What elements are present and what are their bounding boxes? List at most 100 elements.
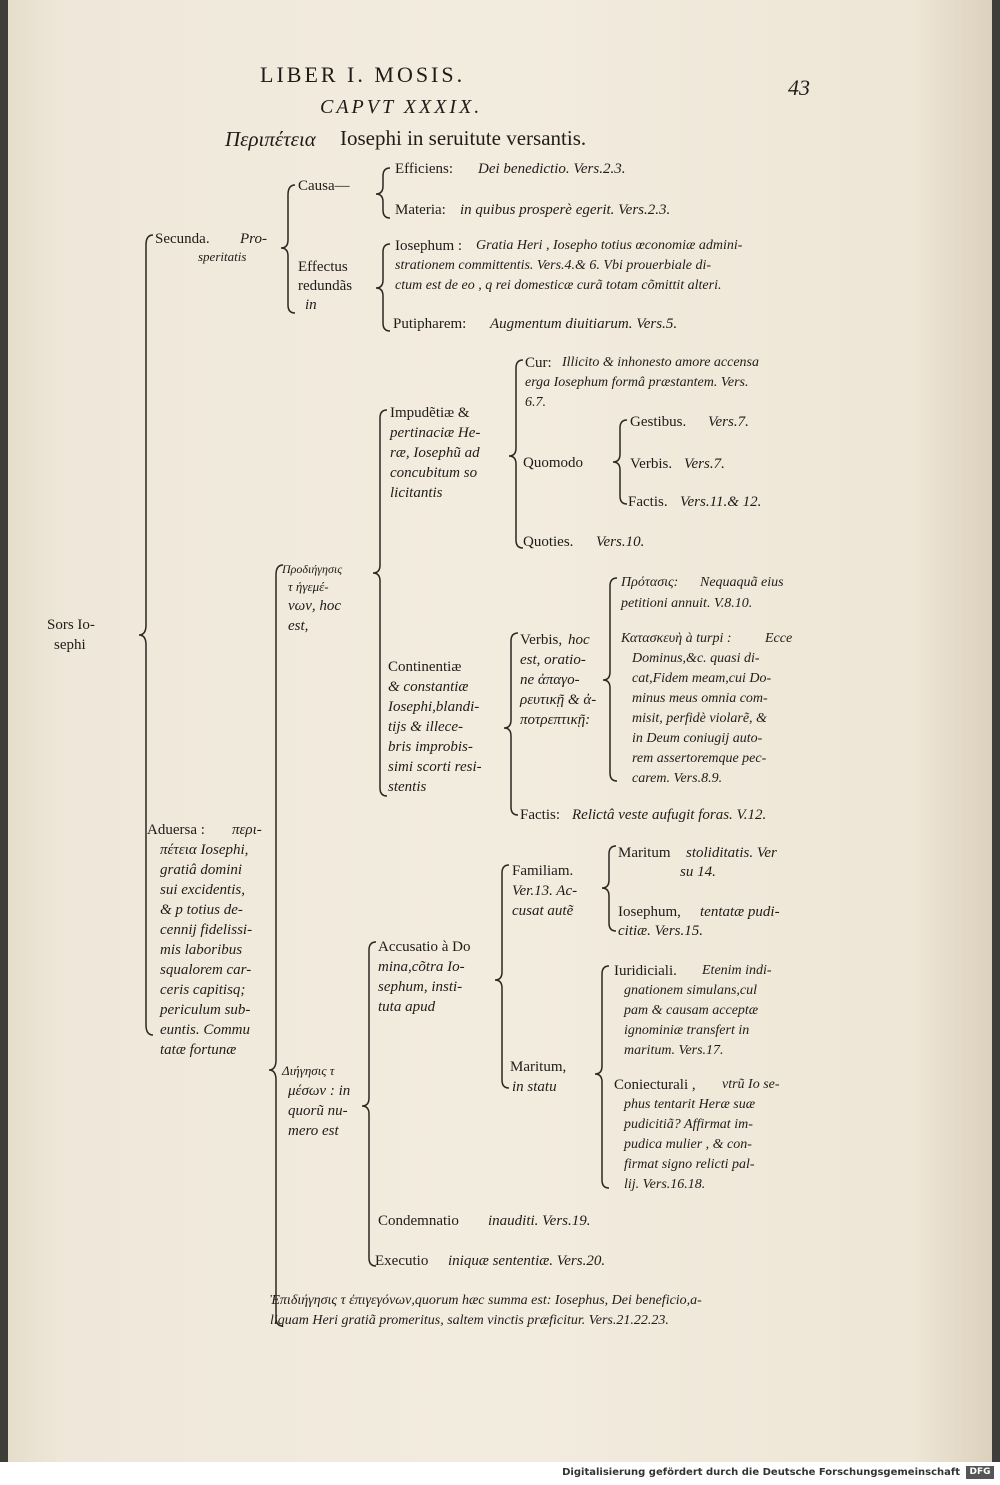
aduersa-label: Aduersa :: [147, 822, 205, 838]
epidiegesis-line-1: Ἐπιδιήγησις τ ἐπιγεγόνων,quorum hæc summ…: [270, 1293, 702, 1308]
bracket-causa: [375, 167, 391, 219]
prodiegesis-label-2: τ ἡγεμέ-: [288, 579, 329, 594]
maritum-statu-label: Maritum,: [510, 1059, 567, 1075]
aduersa-line-2: gratiâ domini: [160, 862, 243, 878]
protasis-line-1: Nequaquã eius: [700, 575, 784, 590]
executio-label: Executio: [375, 1253, 429, 1269]
iuridiciali-line-2: gnationem simulans,cul: [624, 983, 757, 998]
diegesis-label-1: Διήγησις τ: [282, 1063, 335, 1078]
diegesis-label-2: μέσων : in: [288, 1083, 351, 1099]
aduersa-line-6: mis laboribus: [160, 942, 243, 958]
aduersa-line-11: tatæ fortunæ: [160, 1042, 237, 1058]
bracket-quomodo: [612, 419, 628, 505]
aduersa-line-1: πέτεια Iosephi,: [160, 842, 249, 858]
bracket-effectus: [375, 243, 391, 332]
iosephum-accusatio-line-2: citiæ. Vers.15.: [618, 923, 703, 939]
materia-label: Materia:: [395, 202, 446, 218]
executio-text: iniquæ sententiæ. Vers.20.: [448, 1253, 606, 1269]
impudentia-line-4: licitantis: [390, 485, 443, 501]
impudentia-line-2: ræ, Iosephũ ad: [390, 445, 480, 461]
bracket-secunda: [280, 184, 296, 314]
condemnatio-label: Condemnatio: [378, 1213, 459, 1229]
prodiegesis-label-1: Προδιήγησις: [282, 562, 343, 576]
iosephum-accusatio-line-1: tentatæ pudi-: [700, 904, 780, 920]
factis-continentia-label: Factis:: [520, 807, 560, 823]
bracket-familiam: [601, 845, 617, 932]
kataskeue-line-2: Dominus,&c. quasi di-: [632, 651, 760, 666]
aduersa-line-8: ceris capitisq;: [160, 982, 246, 998]
coniecturali-line-1: vtrũ Io se-: [722, 1077, 780, 1092]
condemnatio-text: inauditi. Vers.19.: [488, 1213, 591, 1229]
efficiens-text: Dei benedictio. Vers.2.3.: [478, 161, 626, 177]
impudentia-line-1: pertinaciæ He-: [390, 425, 481, 441]
kataskeue-line-8: carem. Vers.8.9.: [632, 771, 723, 786]
verbis-quomodo-label: Verbis.: [630, 456, 673, 472]
verbis-line-4: ρευτικῇ & ἀ-: [520, 692, 597, 708]
verbis-quomodo-ref: Vers.7.: [684, 456, 725, 472]
familiam-line-1: Ver.13. Ac-: [512, 883, 578, 899]
efficiens-label: Efficiens:: [395, 161, 454, 177]
protasis-line-2: petitioni annuit. V.8.10.: [621, 596, 753, 611]
title-greek: Περιπέτεια: [225, 127, 316, 151]
prodiegesis-label-3: νων, hoc: [288, 598, 342, 614]
iosephum-line-3: ctum est de eo , q rei domesticæ curã to…: [395, 278, 722, 293]
iuridiciali-line-4: ignominiæ transfert in: [624, 1023, 750, 1038]
running-title: LIBER I. MOSIS.: [260, 62, 466, 87]
continentia-line-2: Iosephi,blandi-: [388, 699, 480, 715]
protasis-label: Πρότασις:: [621, 575, 679, 590]
familiam-label: Familiam.: [512, 863, 574, 879]
coniecturali-label: Coniecturali ,: [614, 1077, 696, 1093]
kataskeue-line-3: cat,Fidem meam,cui Do-: [632, 671, 772, 686]
effectus-label-2: redundãs: [298, 278, 353, 294]
gestibus-ref: Vers.7.: [708, 414, 749, 430]
cur-line-2: erga Iosephum formâ præstantem. Vers.: [525, 375, 749, 390]
accusatio-line-3: tuta apud: [378, 999, 436, 1015]
putipharem-label: Putipharem:: [393, 316, 467, 332]
effectus-label-3: in: [305, 297, 317, 313]
impudentia-label: Impudẽtiæ &: [390, 405, 470, 421]
iosephum-accusatio-label: Iosephum,: [618, 904, 681, 920]
factis-continentia-text: Relictâ veste aufugit foras. V.12.: [572, 807, 767, 823]
continentia-line-4: bris improbis-: [388, 739, 473, 755]
kataskeue-line-4: minus meus omnia com-: [632, 691, 768, 706]
dfg-logo: DFG: [966, 1466, 994, 1479]
bracket-diegesis: [361, 941, 377, 1267]
aduersa-greek: περι-: [232, 822, 262, 838]
quoties-ref: Vers.10.: [596, 534, 645, 550]
putipharem-text: Augmentum diuitiarum. Vers.5.: [490, 316, 678, 332]
coniecturali-line-3: pudicitiã? Affirmat im-: [624, 1117, 753, 1132]
iosephum-label: Iosephum :: [395, 238, 463, 254]
title-latin: Iosephi in seruitute versantis.: [340, 126, 587, 150]
footer-bar: [0, 1462, 1000, 1485]
continentia-line-5: simi scorti resi-: [388, 759, 482, 775]
kataskeue-label: Κατασκευὴ à turpi :: [621, 631, 732, 646]
maritum-statu-sub: in statu: [512, 1079, 557, 1095]
familiam-line-2: cusat autẽ: [512, 903, 574, 919]
materia-text: in quibus prosperè egerit. Vers.2.3.: [460, 202, 671, 218]
maritum-stoliditatis-line-2: su 14.: [680, 864, 716, 880]
iosephum-line-1: Gratia Heri , Iosepho totius œconomiæ ad…: [476, 238, 743, 253]
epidiegesis-line-2: liquam Heri gratiã promeritus, saltem vi…: [270, 1313, 669, 1328]
root-label-2: sephi: [54, 637, 86, 653]
bracket-continentia: [503, 632, 519, 816]
bracket-impudentia: [508, 359, 524, 549]
impudentia-line-3: concubitum so: [390, 465, 478, 481]
paper-sheet: [8, 0, 992, 1462]
kataskeue-line-1: Ecce: [765, 631, 793, 646]
root-label-1: Sors Io-: [47, 617, 95, 633]
effectus-label-1: Effectus: [298, 259, 348, 275]
iosephum-line-2: strationem committentis. Vers.4.& 6. Vbi…: [395, 258, 712, 273]
verbis-continentia-label: Verbis,: [520, 632, 563, 648]
aduersa-line-7: squalorem car-: [160, 962, 252, 978]
accusatio-line-1: mina,cõtra Io-: [378, 959, 465, 975]
quomodo-label: Quomodo: [523, 455, 583, 471]
secunda-pro: Pro-: [240, 231, 267, 247]
cur-line-1: Illicito & inhonesto amore accensa: [562, 355, 759, 370]
maritum-stoliditatis-line-1: stoliditatis. Ver: [686, 845, 777, 861]
kataskeue-line-7: rem assertoremque pec-: [632, 751, 767, 766]
bracket-prodiegesis: [372, 409, 388, 797]
cur-label: Cur:: [525, 355, 552, 371]
iuridiciali-line-5: maritum. Vers.17.: [624, 1043, 724, 1058]
kataskeue-line-5: misit, perfidè violarẽ, &: [632, 711, 767, 726]
